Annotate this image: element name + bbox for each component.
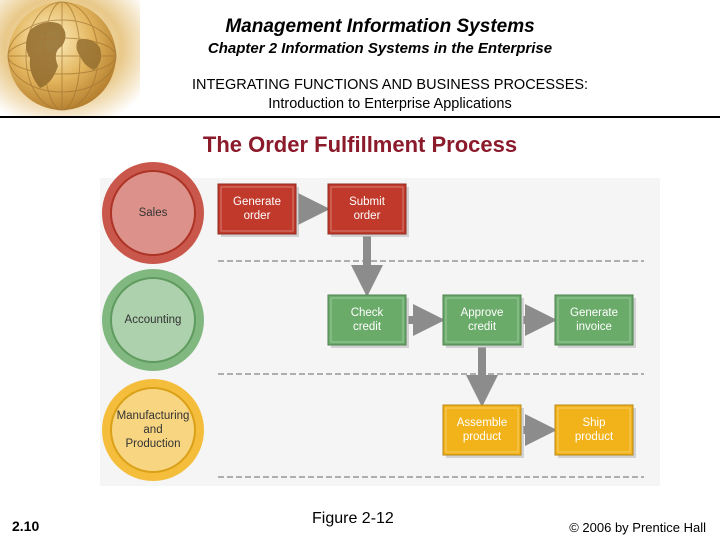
step-rect (442, 404, 522, 456)
figure-label: Figure 2-12 (312, 510, 394, 527)
step-label: Submit (349, 196, 386, 208)
step-bevel (445, 297, 519, 343)
step-label: Assemble (457, 417, 508, 429)
lane-circle-inner (110, 387, 196, 473)
copyright-notice: © 2006 by Prentice Hall (569, 520, 706, 535)
process-step-box: Assemble product (442, 404, 524, 458)
step-rect (442, 294, 522, 346)
step-rect (327, 183, 407, 235)
step-bevel (445, 407, 519, 453)
step-label: order (244, 210, 271, 222)
step-label: Generate (570, 307, 618, 319)
lane-label: Production (126, 438, 181, 450)
step-bevel (220, 186, 294, 232)
step-rect (327, 294, 407, 346)
step-bevel (330, 186, 404, 232)
header-divider (0, 116, 720, 118)
chapter-title: Chapter 2 Information Systems in the Ent… (207, 40, 553, 57)
step-rect (554, 404, 634, 456)
step-label: credit (353, 321, 382, 333)
process-arrows (298, 193, 557, 446)
section-heading-line2: Introduction to Enterprise Applications (268, 96, 512, 112)
process-step-box: Check credit (327, 294, 409, 348)
lane-label: Manufacturing (117, 410, 190, 422)
step-bevel (557, 407, 631, 453)
step-label: invoice (576, 321, 612, 333)
lane-circle: Accounting (102, 269, 204, 371)
lane-label: Sales (139, 207, 168, 219)
course-title: Management Information Systems (225, 16, 535, 37)
step-label: Check (351, 307, 384, 319)
step-label: Approve (461, 307, 504, 319)
process-step-box: Ship product (554, 404, 636, 458)
step-bevel (330, 297, 404, 343)
process-step-box: Approve credit (442, 294, 524, 348)
step-label: Ship (582, 417, 605, 429)
slide-header: Management Information Systems Chapter 2… (0, 0, 720, 118)
process-steps: GenerateorderSubmitorderCheckcreditAppro… (217, 183, 636, 458)
lane-label: Accounting (125, 314, 182, 326)
step-rect (554, 294, 634, 346)
figure-title: The Order Fulfillment Process (202, 132, 518, 157)
process-step-box: Submit order (327, 183, 409, 237)
step-label: order (354, 210, 381, 222)
globe-logo (0, 0, 140, 118)
lane-circle: Sales (102, 162, 204, 264)
slide-number: 2.10 (12, 518, 40, 534)
lane-dividers (218, 260, 644, 478)
step-rect (217, 183, 297, 235)
step-label: product (575, 431, 614, 443)
process-step-box: Generate order (217, 183, 299, 237)
lane-label: and (143, 424, 162, 436)
step-label: Generate (233, 196, 281, 208)
process-step-box: Generate invoice (554, 294, 636, 348)
lane-circle-inner (110, 170, 196, 256)
step-label: product (463, 431, 502, 443)
step-label: credit (468, 321, 497, 333)
section-heading-line1: INTEGRATING FUNCTIONS AND BUSINESS PROCE… (191, 77, 589, 93)
step-bevel (557, 297, 631, 343)
lane-circle-inner (110, 277, 196, 363)
